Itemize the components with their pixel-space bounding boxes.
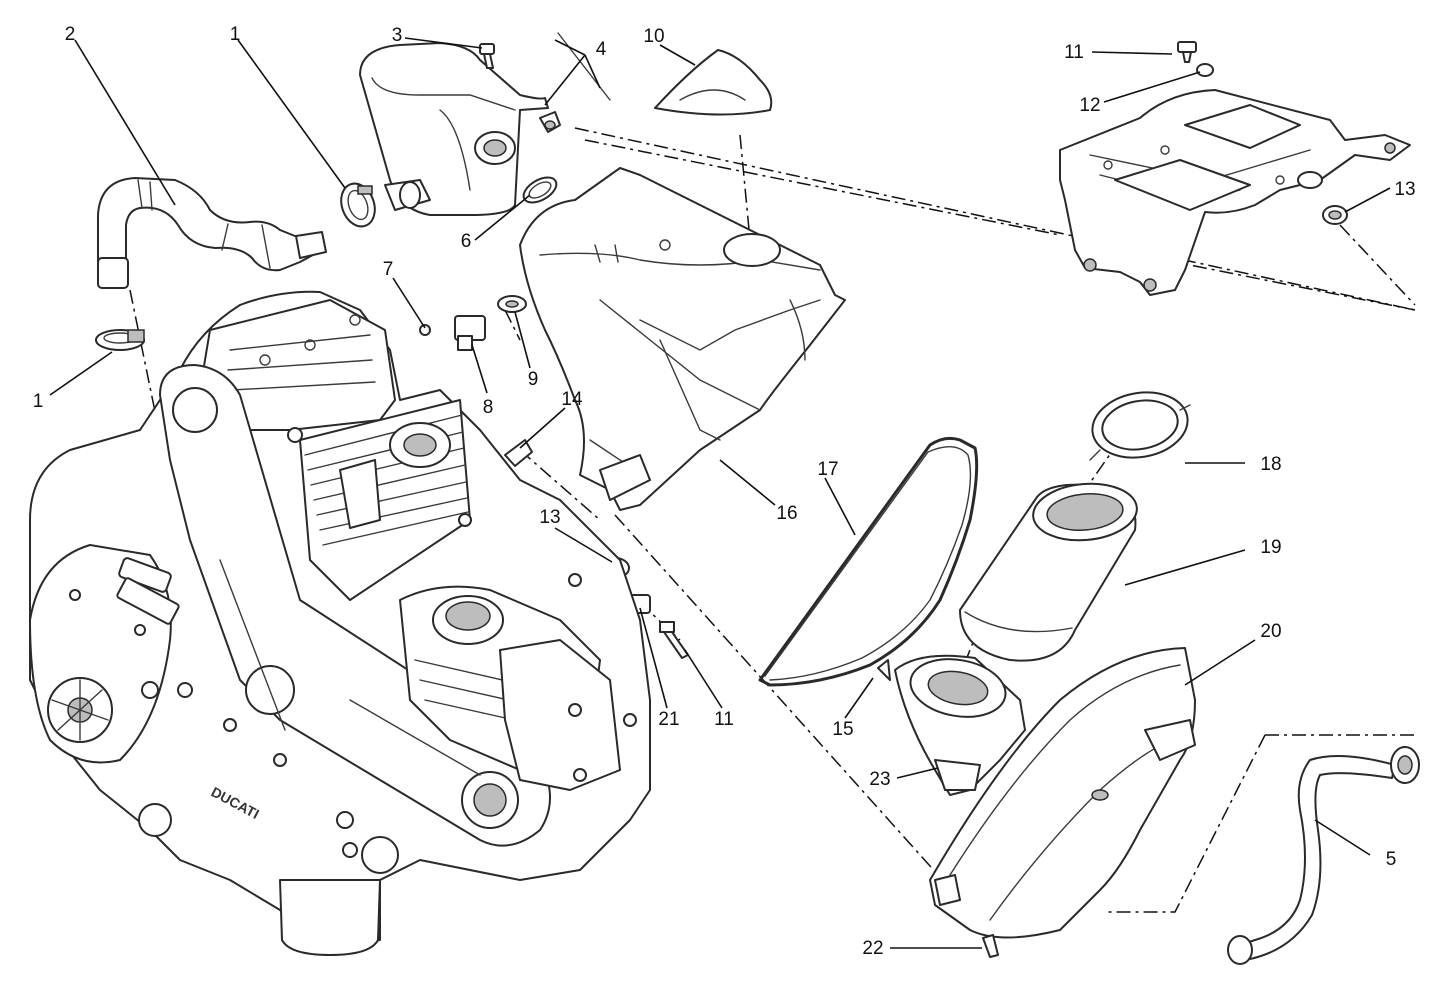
leader-lines xyxy=(49,37,1391,949)
callout-12: 12 xyxy=(1079,95,1100,116)
callout-14: 14 xyxy=(561,389,583,410)
callout-7: 7 xyxy=(383,259,394,280)
callout-1-lower: 1 xyxy=(33,391,44,412)
callout-5: 5 xyxy=(1386,849,1397,870)
callout-23: 23 xyxy=(869,769,890,790)
filter-seal-18 xyxy=(1089,391,1191,461)
hose-clamp-lower xyxy=(95,329,145,351)
callout-8: 8 xyxy=(483,397,494,418)
hose-clamp-upper xyxy=(340,182,376,228)
screw-11-top xyxy=(1177,41,1214,77)
grommet-13-right xyxy=(1297,171,1348,225)
breather-hose xyxy=(97,177,327,289)
callout-16: 16 xyxy=(776,503,797,524)
callout-6: 6 xyxy=(461,231,472,252)
lower-airbox-20 xyxy=(929,647,1196,958)
callout-3: 3 xyxy=(392,25,403,46)
fitting-14 xyxy=(504,439,533,467)
airbox-16 xyxy=(519,167,846,511)
callout-22: 22 xyxy=(862,938,883,959)
callout-labels: 1 1 2 3 4 5 6 7 8 9 10 11 11 12 13 13 14… xyxy=(33,24,1416,959)
callout-13-right: 13 xyxy=(1394,179,1415,200)
callout-13-left: 13 xyxy=(539,507,560,528)
gasket-17 xyxy=(758,436,979,687)
callout-4: 4 xyxy=(596,39,607,60)
engine-assembly: DUCATI xyxy=(29,290,651,956)
o-ring-6 xyxy=(522,176,558,204)
callout-20: 20 xyxy=(1260,621,1281,642)
callout-9: 9 xyxy=(528,369,539,390)
bracket-4 xyxy=(539,32,611,133)
callout-10: 10 xyxy=(643,26,664,47)
callout-18: 18 xyxy=(1260,454,1281,475)
intake-duct-23 xyxy=(877,654,1026,796)
air-filter-19 xyxy=(959,482,1138,662)
drain-tube-5 xyxy=(1227,746,1420,965)
callout-21: 21 xyxy=(658,709,679,730)
screw-3 xyxy=(479,43,495,69)
mounting-bracket xyxy=(1059,89,1411,296)
intake-cover-10 xyxy=(654,49,773,116)
callout-11-top: 11 xyxy=(1064,42,1084,63)
callout-19: 19 xyxy=(1260,537,1281,558)
breather-box xyxy=(359,42,549,216)
callout-11-lower: 11 xyxy=(714,709,734,730)
callout-15: 15 xyxy=(832,719,853,740)
screw-11-lower xyxy=(659,621,689,659)
callout-1-upper: 1 xyxy=(230,24,241,45)
sensor-8 xyxy=(419,295,527,351)
callout-17: 17 xyxy=(817,459,838,480)
callout-2: 2 xyxy=(65,24,76,45)
